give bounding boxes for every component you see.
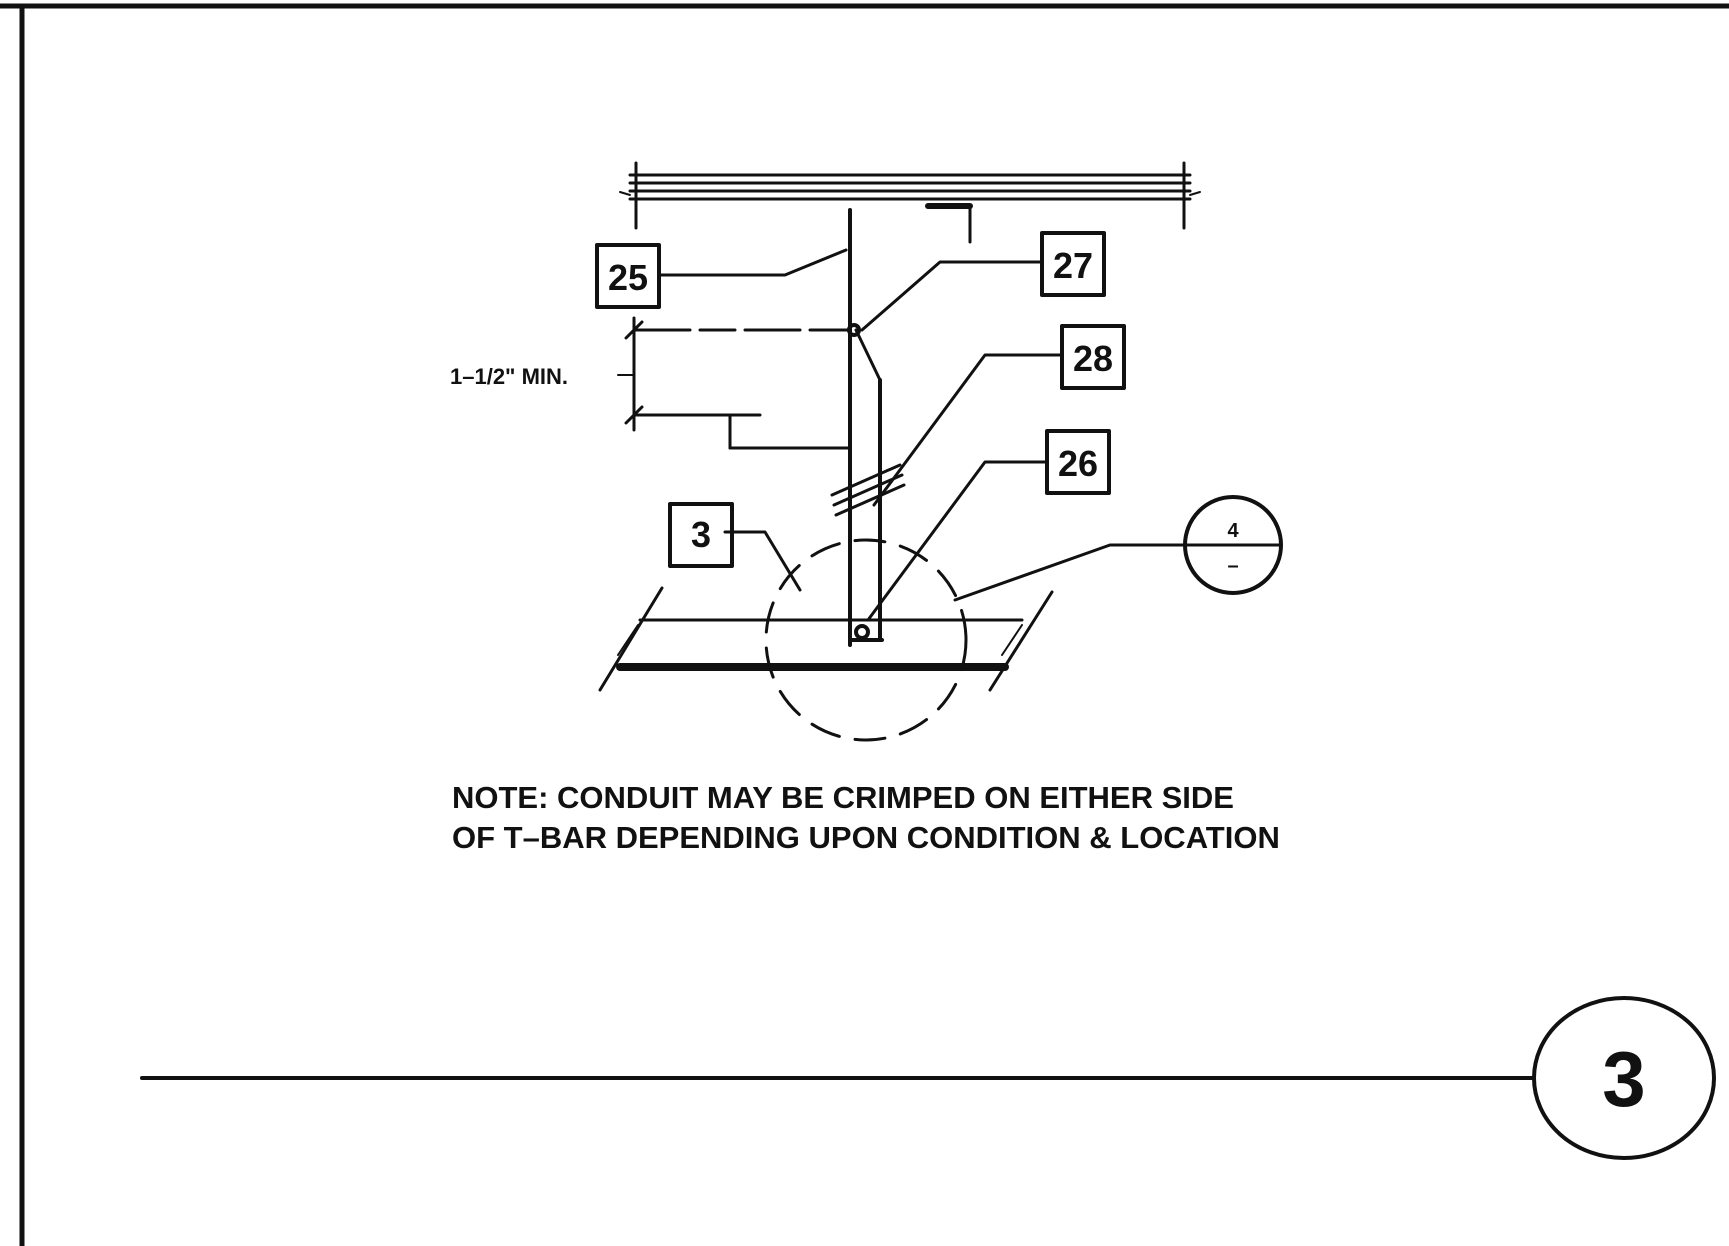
svg-text:25: 25 [608,257,648,298]
sheet-border [0,3,1729,1246]
section-marker-bottom: – [1227,555,1238,577]
callout-3: 3 [668,502,734,568]
general-note: NOTE: CONDUIT MAY BE CRIMPED ON EITHER S… [452,780,1280,855]
crimp-marks [830,463,906,517]
detail-circle [764,538,968,742]
callout-25: 25 [595,243,661,309]
section-marker-top: 4 [1227,520,1239,542]
dimension-line: 1–1/2" MIN. [450,316,850,432]
callout-27: 27 [1040,231,1106,297]
svg-text:27: 27 [1053,245,1093,286]
svg-text:3: 3 [691,514,711,555]
callout-28: 28 [1060,324,1126,390]
ceiling-deck [619,161,1201,244]
section-marker: 4 – [1183,495,1283,595]
detail-title: 3 [140,996,1716,1160]
ceiling-grid [598,586,1054,692]
detail-number: 3 [1602,1035,1645,1123]
leader-lines [658,248,1192,622]
svg-text:26: 26 [1058,443,1098,484]
svg-text:28: 28 [1073,338,1113,379]
hanger-wire [728,208,884,647]
callout-26: 26 [1045,429,1111,495]
note-line-1: NOTE: CONDUIT MAY BE CRIMPED ON EITHER S… [452,780,1234,815]
note-line-2: OF T–BAR DEPENDING UPON CONDITION & LOCA… [452,820,1280,855]
dimension-text: 1–1/2" MIN. [450,364,568,389]
